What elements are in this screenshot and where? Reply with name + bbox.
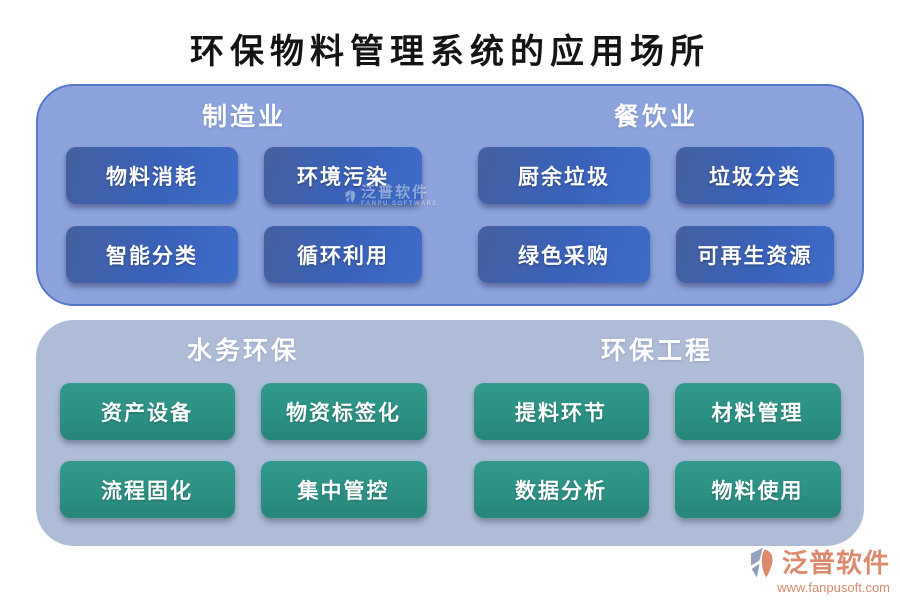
button-grid-catering: 厨余垃圾 垃圾分类 绿色采购 可再生资源 (478, 147, 834, 283)
tag-button-green-procurement[interactable]: 绿色采购 (478, 226, 650, 283)
tag-button-material-labeling[interactable]: 物资标签化 (260, 383, 427, 440)
tag-button-environmental-pollution[interactable]: 环境污染 泛普软件 FANPU SOFTWARE (264, 147, 436, 207)
group-manufacturing: 制造业 物料消耗 环境污染 泛普软件 FANP (38, 86, 450, 304)
button-grid-manufacturing: 物料消耗 环境污染 泛普软件 FANPU SOFTWARE (66, 147, 436, 283)
tag-button-renewable-resources[interactable]: 可再生资源 (676, 226, 834, 283)
tag-button-material-consumption[interactable]: 物料消耗 (66, 147, 238, 204)
group-header-manufacturing: 制造业 (201, 103, 286, 131)
button-grid-water-environmental: 资产设备 物资标签化 流程固化 集中管控 (59, 383, 427, 518)
tag-button-label: 物资标签化 (286, 401, 401, 425)
tag-button-material-management[interactable]: 材料管理 (674, 383, 841, 440)
fanpu-watermark-icon (345, 189, 356, 203)
fanpu-logo-icon (750, 547, 773, 578)
panel-top-industries: 制造业 物料消耗 环境污染 泛普软件 FANP (36, 84, 864, 306)
tag-button-label: 物料消耗 (106, 165, 198, 189)
tag-button-label: 绿色采购 (518, 244, 610, 268)
fanpu-brand-name: 泛普软件 (781, 548, 890, 578)
tag-button-garbage-sorting[interactable]: 垃圾分类 (676, 147, 834, 204)
tag-button-kitchen-waste[interactable]: 厨余垃圾 (478, 147, 650, 204)
tag-button-data-analysis[interactable]: 数据分析 (473, 461, 649, 518)
tag-button-label: 厨余垃圾 (518, 165, 610, 189)
tag-button-label: 集中管控 (297, 479, 390, 503)
tag-button-label: 流程固化 (101, 479, 193, 503)
tag-button-label: 物料使用 (711, 479, 804, 503)
fanpu-brand: 泛普软件 www.fanpusoft.com (745, 546, 890, 595)
tag-button-label: 循环利用 (297, 244, 389, 268)
fanpu-brand-row: 泛普软件 (745, 546, 890, 580)
tag-button-material-usage[interactable]: 物料使用 (674, 461, 841, 518)
tag-button-process-solidification[interactable]: 流程固化 (59, 461, 235, 518)
group-environmental-engineering: 环保工程 提料环节 材料管理 数据分析 物料使用 (450, 320, 864, 546)
tag-button-label: 资产设备 (101, 401, 193, 425)
tag-button-asset-equipment[interactable]: 资产设备 (59, 383, 235, 440)
page-title: 环保物料管理系统的应用场所 (190, 32, 710, 72)
group-header-environmental-engineering: 环保工程 (600, 337, 713, 365)
tag-button-label: 智能分类 (106, 244, 198, 268)
group-catering: 餐饮业 厨余垃圾 垃圾分类 绿色采购 可再生资源 (450, 86, 862, 304)
tag-button-label: 材料管理 (711, 401, 804, 425)
tag-button-material-extraction[interactable]: 提料环节 (473, 383, 649, 440)
tag-button-smart-classification[interactable]: 智能分类 (66, 226, 238, 283)
panel-bottom-industries: 水务环保 资产设备 物资标签化 流程固化 集中管控 环保工程 提 (36, 320, 864, 546)
group-water-environmental: 水务环保 资产设备 物资标签化 流程固化 集中管控 (36, 320, 450, 546)
tag-button-label: 可再生资源 (697, 244, 813, 268)
watermark-subtext: FANPU SOFTWARE (360, 201, 438, 207)
button-grid-environmental-engineering: 提料环节 材料管理 数据分析 物料使用 (473, 383, 841, 518)
group-header-catering: 餐饮业 (613, 103, 698, 131)
tag-button-recycling-use[interactable]: 循环利用 (264, 226, 422, 283)
tag-button-label: 数据分析 (515, 479, 607, 503)
tag-button-centralized-control[interactable]: 集中管控 (260, 461, 427, 518)
tag-button-label: 环境污染 (297, 165, 389, 189)
group-header-water-environmental: 水务环保 (186, 337, 299, 365)
tag-button-label: 提料环节 (515, 401, 607, 425)
tag-button-label: 垃圾分类 (709, 165, 801, 189)
fanpu-brand-url[interactable]: www.fanpusoft.com (777, 580, 890, 595)
